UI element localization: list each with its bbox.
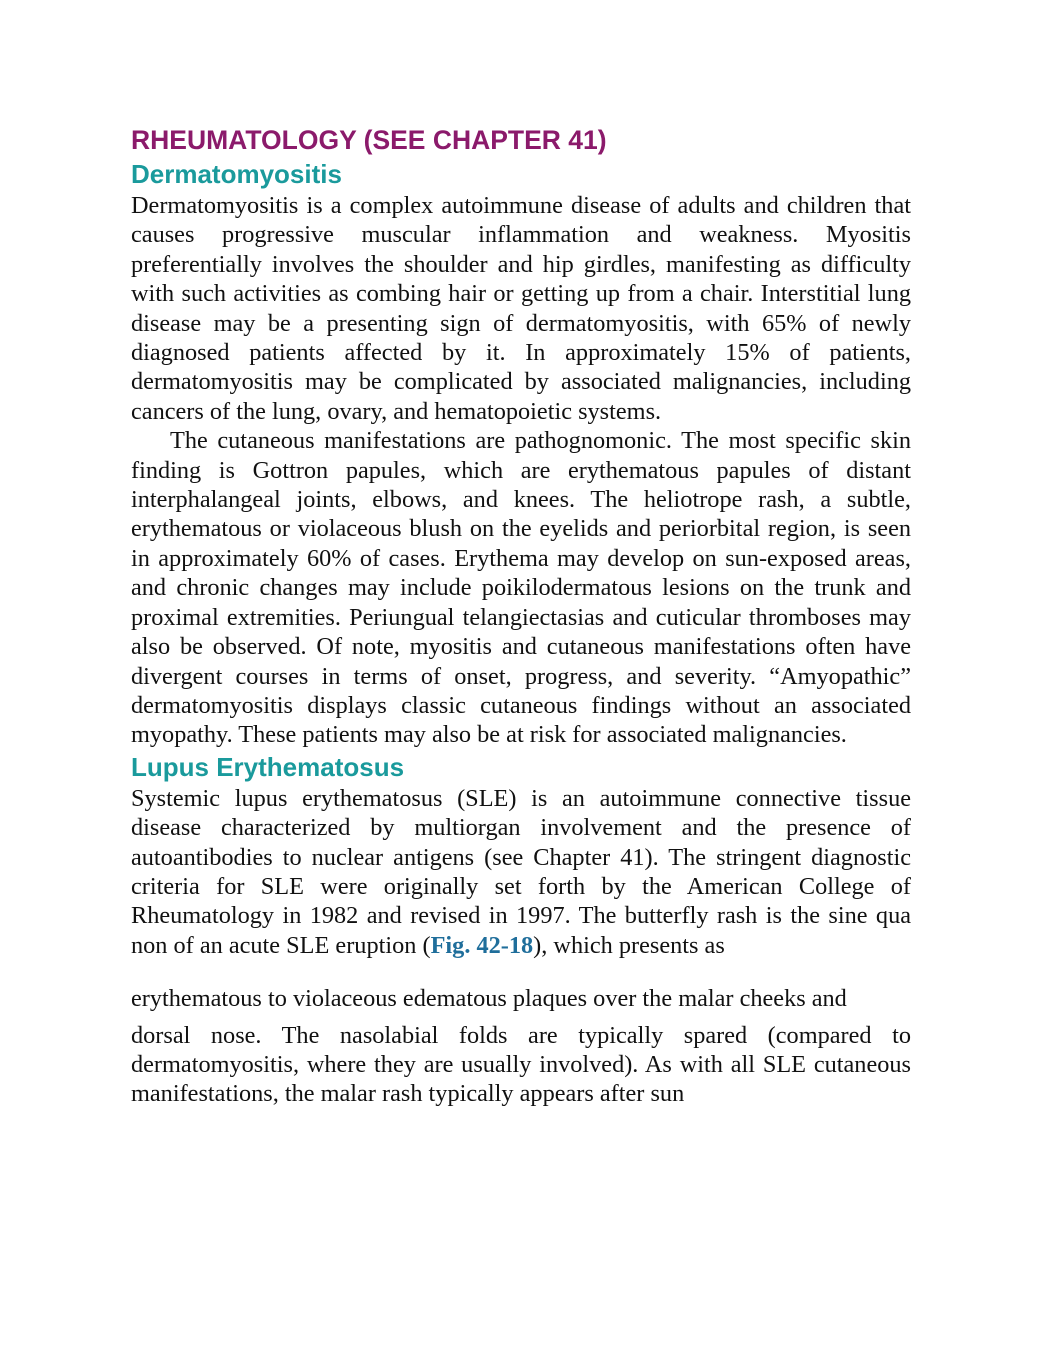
paragraph-lupus-continued-rest: dorsal nose. The nasolabial folds are ty… (131, 1021, 911, 1108)
paragraph-lupus-intro: Systemic lupus erythematosus (SLE) is an… (131, 784, 911, 960)
chapter-heading: RHEUMATOLOGY (SEE CHAPTER 41) (131, 125, 607, 155)
paragraph-dermatomyositis-intro: Dermatomyositis is a complex autoimmune … (131, 192, 911, 425)
paragraph-lupus-continued: erythematous to violaceous edematous pla… (131, 984, 911, 1109)
section-heading-dermatomyositis: Dermatomyositis (131, 159, 342, 189)
paragraph-lupus-text-after: ), which presents as (533, 931, 725, 959)
paragraph-lupus-continued-line1: erythematous to violaceous edematous pla… (131, 985, 847, 1013)
figure-reference-link[interactable]: Fig. 42-18 (430, 931, 534, 959)
paragraph-gap (131, 960, 911, 984)
paragraph-lupus-text-before: Systemic lupus erythematosus (SLE) is an… (131, 784, 911, 959)
section-heading-lupus: Lupus Erythematosus (131, 751, 405, 782)
paragraph-dermatomyositis-cutaneous: The cutaneous manifestations are pathogn… (131, 427, 911, 749)
document-page: RHEUMATOLOGY (SEE CHAPTER 41) Dermatomyo… (131, 123, 911, 1109)
